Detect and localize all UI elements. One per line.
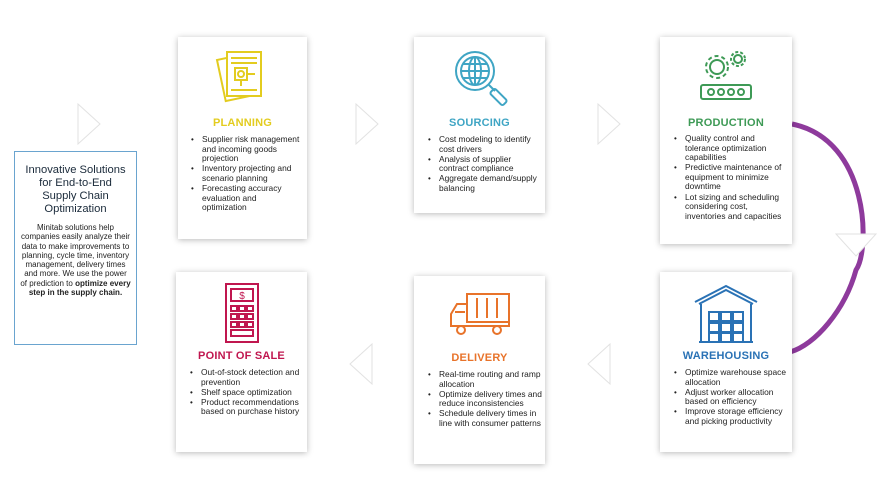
production-card: PRODUCTION Quality control and tolerance… (660, 37, 792, 244)
delivery-bullet-2: Optimize delivery times and reduce incon… (427, 389, 543, 409)
svg-text:$: $ (239, 291, 245, 302)
sourcing-bullets: Cost modeling to identify cost drivers A… (427, 134, 541, 194)
arrow-chevron-1 (77, 102, 101, 146)
production-bullet-1: Quality control and tolerance optimizati… (673, 133, 789, 163)
arrow-chevron-4 (834, 233, 878, 257)
delivery-card: DELIVERY Real-time routing and ramp allo… (414, 276, 545, 464)
planning-bullets: Supplier risk management and incoming go… (190, 134, 302, 213)
sourcing-bullet-1: Cost modeling to identify cost drivers (427, 134, 541, 154)
sourcing-bullet-3: Aggregate demand/supply balancing (427, 174, 541, 193)
blueprint-document-icon (178, 46, 307, 104)
intro-body: Minitab solutions help companies easily … (20, 223, 131, 297)
warehousing-card: WAREHOUSING Optimize warehouse space all… (660, 272, 792, 452)
warehousing-bullet-1: Optimize warehouse space allocation (673, 367, 789, 387)
warehouse-boxes-icon (660, 282, 792, 344)
arrow-chevron-6 (349, 342, 373, 386)
point-of-sale-title: POINT OF SALE (198, 350, 285, 362)
arrow-chevron-3 (597, 102, 621, 146)
delivery-bullet-1: Real-time routing and ramp allocation (427, 369, 543, 389)
production-bullet-2: Predictive maintenance of equipment to m… (673, 163, 789, 192)
warehousing-bullets: Optimize warehouse space allocation Adju… (673, 367, 789, 427)
intro-body-text: Minitab solutions help companies easily … (20, 223, 130, 288)
point-of-sale-bullet-1: Out-of-stock detection and prevention (189, 367, 305, 387)
warehousing-bullet-2: Adjust worker allocation based on effici… (673, 387, 789, 407)
sourcing-title: SOURCING (449, 117, 510, 129)
gears-conveyor-icon (660, 47, 792, 103)
globe-magnifier-icon (414, 45, 545, 109)
delivery-bullets: Real-time routing and ramp allocation Op… (427, 369, 543, 429)
intro-body-bold: optimize every step in the supply chain. (28, 278, 131, 298)
production-bullets: Quality control and tolerance optimizati… (673, 133, 789, 222)
sourcing-bullet-2: Analysis of supplier contract compliance (427, 154, 541, 174)
intro-box: Innovative Solutions for End-to-End Supp… (14, 151, 137, 345)
planning-bullet-3: Forecasting accuracy evaluation and opti… (190, 183, 302, 213)
delivery-title: DELIVERY (451, 352, 508, 364)
point-of-sale-bullets: Out-of-stock detection and prevention Sh… (189, 367, 305, 417)
production-bullet-3: Lot sizing and scheduling considering co… (673, 192, 789, 222)
delivery-bullet-3: Schedule delivery times in line with con… (427, 409, 543, 428)
sourcing-card: SOURCING Cost modeling to identify cost … (414, 37, 545, 213)
point-of-sale-bullet-2: Shelf space optimization (189, 387, 305, 398)
warehousing-title: WAREHOUSING (682, 350, 770, 362)
production-title: PRODUCTION (688, 117, 764, 129)
connector-production-warehousing (789, 121, 866, 355)
point-of-sale-card: $ POINT OF SALE Out-of-stock detection a… (176, 272, 307, 452)
arrow-chevron-2 (355, 102, 379, 146)
intro-heading: Innovative Solutions for End-to-End Supp… (25, 164, 126, 215)
arrow-chevron-5 (587, 342, 611, 386)
point-of-sale-bullet-3: Product recommendations based on purchas… (189, 397, 305, 417)
warehousing-bullet-3: Improve storage efficiency and picking p… (673, 407, 789, 426)
planning-card: PLANNING Supplier risk management and in… (178, 37, 307, 239)
cash-register-icon: $ (176, 282, 307, 344)
delivery-truck-icon (414, 290, 545, 338)
planning-title: PLANNING (212, 117, 273, 129)
planning-bullet-2: Inventory projecting and scenario planni… (190, 163, 302, 183)
planning-bullet-1: Supplier risk management and incoming go… (190, 134, 302, 164)
